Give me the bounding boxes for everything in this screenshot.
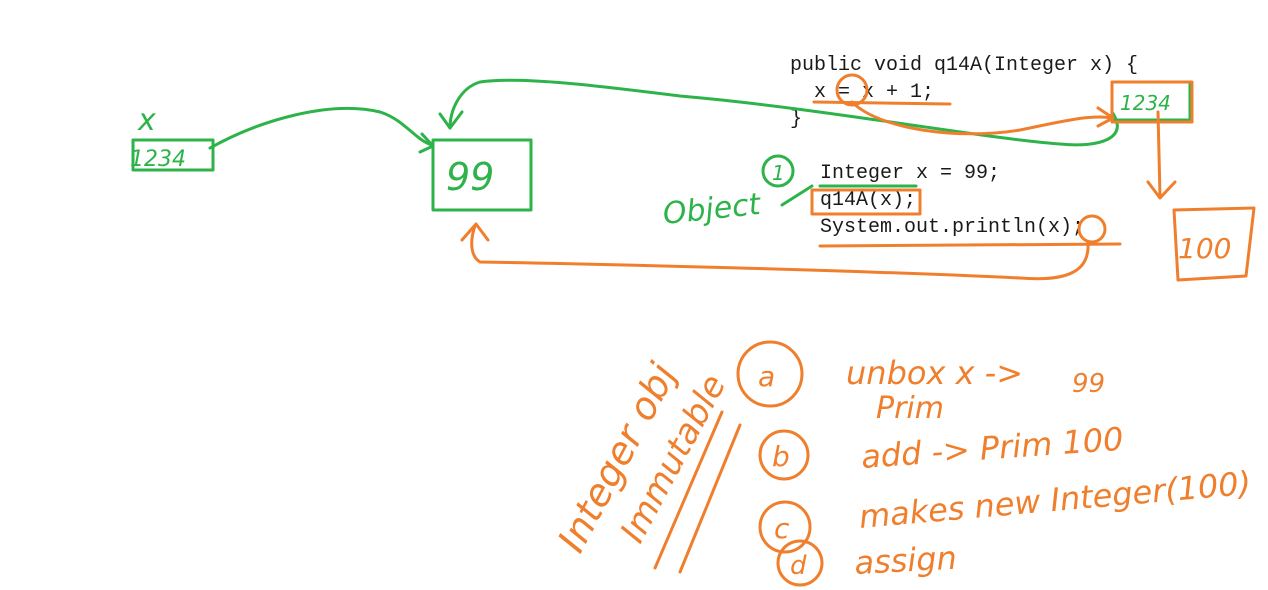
step-c-text: makes new Integer(100) bbox=[857, 464, 1252, 536]
object-label: Object bbox=[661, 187, 763, 232]
println-ref-arrow bbox=[470, 224, 1090, 281]
step-b-circle bbox=[758, 429, 810, 481]
code-line: public void q14A(Integer x) { bbox=[790, 54, 1139, 77]
step-c-marker: c bbox=[774, 512, 790, 545]
code-line: } bbox=[790, 108, 803, 131]
arrow-head bbox=[460, 222, 490, 242]
reference-arrow-top bbox=[448, 78, 1119, 147]
address-right-label: 1234 bbox=[1120, 91, 1171, 115]
address-left-label: 1234 bbox=[130, 147, 186, 172]
code-line: Integer x = 99; bbox=[820, 162, 1001, 185]
step-a-value: 99 bbox=[1072, 369, 1105, 399]
step-a-marker: a bbox=[758, 360, 775, 393]
step-a-line2: Prim bbox=[876, 391, 944, 426]
println-arg-circle bbox=[1077, 214, 1107, 244]
println-underline bbox=[818, 242, 1122, 248]
object-box-100 bbox=[1172, 206, 1256, 282]
step-d-text: assign bbox=[853, 539, 957, 582]
circle-marker-1 bbox=[761, 154, 795, 188]
step-d-marker: d bbox=[790, 551, 807, 581]
var-x-label: x bbox=[137, 103, 156, 138]
arrow-head bbox=[438, 110, 464, 130]
down-arrow bbox=[1156, 110, 1162, 198]
step-d-circle bbox=[776, 539, 824, 587]
main-code-block: Integer x = 99; q14A(x); System.out.printl… bbox=[820, 160, 1084, 241]
arrow-head bbox=[1146, 180, 1177, 200]
pointer-stroke bbox=[780, 184, 814, 207]
call-highlight-box bbox=[810, 188, 922, 216]
step-b-text: add -> Prim 100 bbox=[860, 420, 1125, 476]
step-b-marker: b bbox=[772, 440, 790, 473]
assign-operator-circle bbox=[835, 73, 869, 107]
divider-stroke bbox=[653, 410, 724, 570]
step-c-circle bbox=[758, 500, 812, 554]
step-a-line1: unbox x -> bbox=[846, 354, 1023, 392]
assign-underline bbox=[812, 100, 952, 106]
object-value-100: 100 bbox=[1178, 232, 1231, 265]
code-line: System.out.println(x); bbox=[820, 216, 1085, 239]
divider-stroke bbox=[678, 423, 742, 574]
reference-arrow-left bbox=[208, 106, 434, 150]
object-box-99 bbox=[431, 138, 533, 212]
object-value-99: 99 bbox=[446, 155, 494, 199]
circle-1-label: 1 bbox=[772, 161, 785, 185]
step-a-circle bbox=[736, 340, 804, 408]
address-box-left bbox=[131, 138, 215, 172]
address-box-right-orange bbox=[1110, 80, 1194, 124]
new-ref-arrow bbox=[850, 100, 1114, 136]
code-line: q14A(x); bbox=[820, 189, 917, 212]
